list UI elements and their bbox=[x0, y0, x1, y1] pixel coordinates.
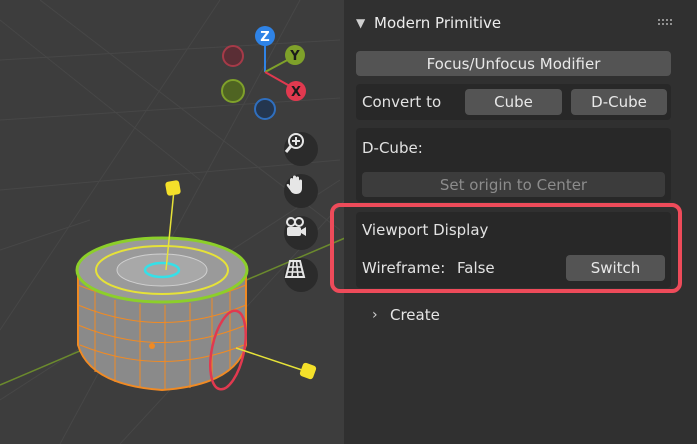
panel-title: Modern Primitive bbox=[374, 14, 502, 32]
convert-to-label: Convert to bbox=[362, 93, 442, 111]
highlight-outline bbox=[330, 203, 682, 293]
camera-view-button[interactable] bbox=[284, 216, 318, 250]
zoom-button[interactable] bbox=[284, 132, 318, 166]
focus-unfocus-modifier-button[interactable]: Focus/Unfocus Modifier bbox=[356, 51, 671, 76]
z-handle[interactable] bbox=[165, 180, 181, 196]
zoom-icon bbox=[284, 133, 304, 153]
gizmo-y-label: Y bbox=[289, 49, 300, 64]
x-handle[interactable] bbox=[299, 362, 317, 380]
create-subpanel-header[interactable]: › Create bbox=[372, 306, 440, 324]
selected-cylinder[interactable] bbox=[75, 236, 252, 392]
dcube-label: D-Cube: bbox=[362, 139, 423, 157]
camera-icon bbox=[286, 217, 306, 236]
gizmo-x-label: X bbox=[291, 85, 301, 100]
wireframe-label: Wireframe: bbox=[362, 259, 446, 277]
convert-dcube-button[interactable]: D-Cube bbox=[571, 89, 667, 115]
wireframe-value: False bbox=[457, 259, 495, 277]
create-label: Create bbox=[390, 306, 440, 324]
chevron-down-icon: ▼ bbox=[356, 16, 366, 30]
gizmo-z-label: Z bbox=[260, 30, 269, 45]
set-origin-button[interactable]: Set origin to Center bbox=[362, 172, 665, 197]
convert-cube-button[interactable]: Cube bbox=[465, 89, 562, 115]
sidebar-panel: ▼ Modern Primitive Focus/Unfocus Modifie… bbox=[344, 0, 697, 444]
wireframe-switch-button[interactable]: Switch bbox=[566, 255, 665, 281]
axis-gizmo[interactable]: Z Y X bbox=[221, 26, 306, 120]
viewport-display-label: Viewport Display bbox=[362, 221, 489, 239]
drag-grip-icon[interactable] bbox=[657, 18, 673, 26]
pan-button[interactable] bbox=[284, 174, 318, 208]
chevron-right-icon: › bbox=[372, 307, 378, 323]
perspective-grid-icon bbox=[284, 260, 306, 278]
panel-header-modern-primitive[interactable]: ▼ Modern Primitive bbox=[344, 6, 697, 40]
perspective-toggle-button[interactable] bbox=[284, 258, 318, 292]
pan-hand-icon bbox=[286, 175, 302, 194]
